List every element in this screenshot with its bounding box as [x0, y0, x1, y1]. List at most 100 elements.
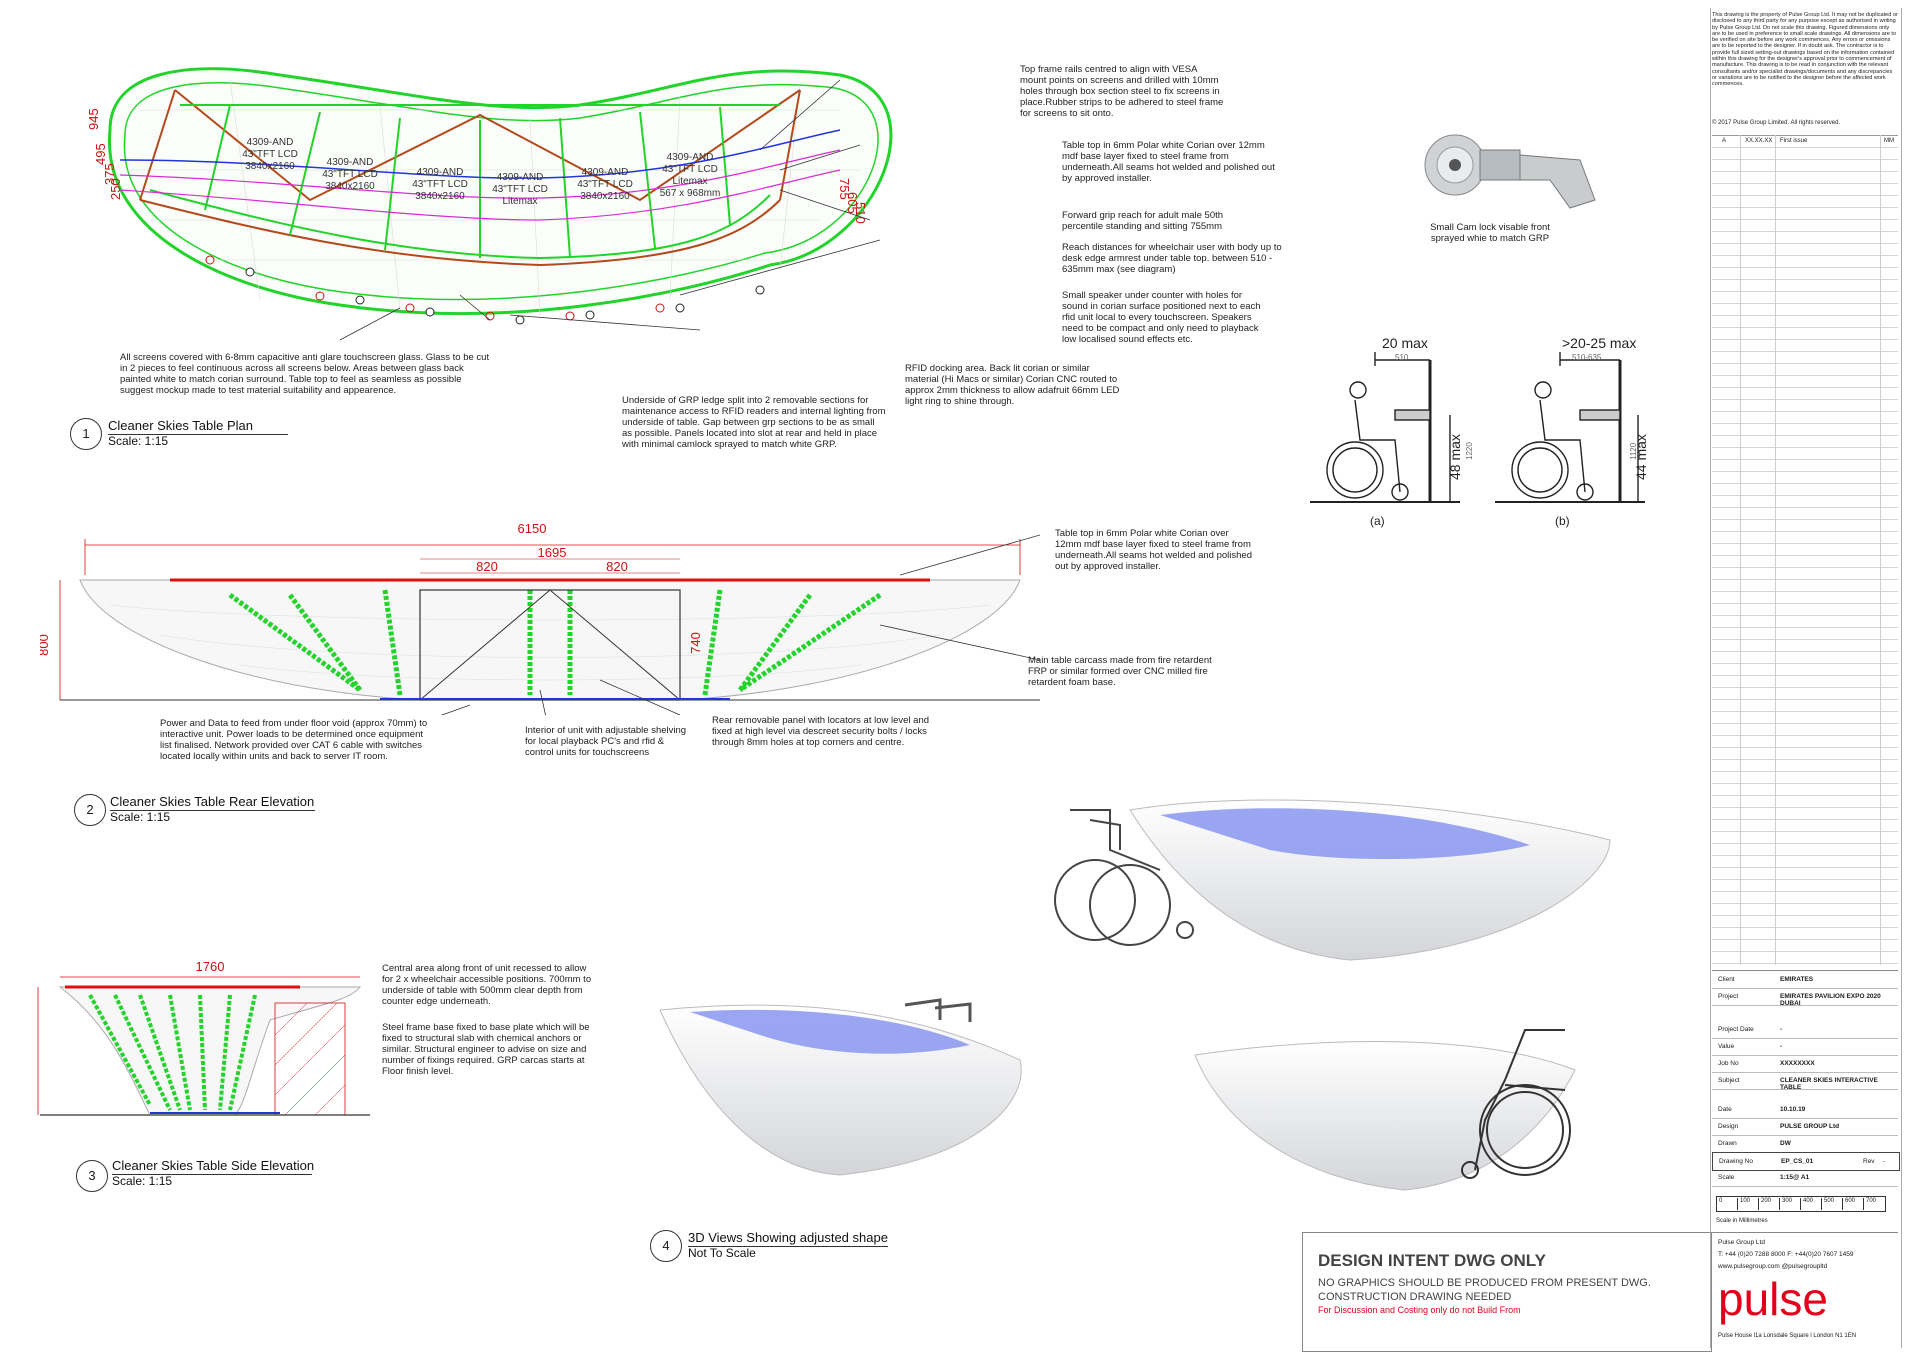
dim-right: 820	[606, 559, 628, 574]
dim-inner: 740	[688, 632, 703, 654]
view-number-2: 2	[74, 794, 106, 826]
field-label: Value	[1718, 1043, 1735, 1050]
screen-label: 43"TFT LCD	[412, 179, 468, 190]
screen-label: 43"TFT LCD	[492, 184, 548, 195]
dim-945: 945	[86, 108, 101, 130]
note-cam-lock: Small Cam lock visable front sprayed whi…	[1430, 222, 1550, 244]
drawn-value: DW	[1780, 1140, 1791, 1147]
note-steel: Steel frame base fixed to base plate whi…	[382, 1022, 590, 1077]
view-title-plan: Cleaner Skies Table Plan	[108, 418, 254, 433]
dim-side-height: 800	[30, 1042, 33, 1064]
render-3d-top	[1054, 799, 1611, 961]
scale-bar-label: Scale in Millimetres	[1716, 1218, 1768, 1224]
wc-a-caption: (a)	[1370, 514, 1385, 528]
grid-col	[1880, 135, 1881, 965]
scale-bar-tick: 200	[1758, 1198, 1779, 1210]
field-label: Job No	[1718, 1060, 1739, 1067]
company-phone: T: +44 (0)20 7288 8000 F: +44(0)20 7607 …	[1718, 1251, 1854, 1258]
note-forward-grip: Forward grip reach for adult male 50th p…	[1062, 210, 1224, 232]
wc-b-sub: 510-635	[1572, 353, 1602, 362]
view-scale-plan: Scale: 1:15	[108, 434, 169, 448]
view-number-1: 1	[70, 418, 102, 450]
dim-overall: 6150	[518, 521, 547, 536]
title-underline	[112, 1174, 312, 1175]
note-rear-top: Table top in 6mm Polar white Corian over…	[1055, 528, 1252, 572]
disclaimer-line2: CONSTRUCTION DRAWING NEEDED	[1318, 1291, 1512, 1303]
company-address: Pulse House l1a Lonsdale Square l London…	[1718, 1333, 1857, 1339]
disclaimer-line3: For Discussion and Costing only do not B…	[1318, 1305, 1521, 1315]
dim-side-width: 1760	[196, 959, 225, 974]
field-label: Design	[1718, 1123, 1739, 1130]
note-reach: Reach distances for wheelchair user with…	[1062, 242, 1282, 275]
date-value: 10.10.19	[1780, 1106, 1806, 1113]
note-speaker: Small speaker under counter with holes f…	[1062, 290, 1261, 345]
scale-value: 1:15@ A1	[1780, 1174, 1810, 1181]
screen-label: 43"TFT LCD	[662, 164, 718, 175]
cam-lock-image	[1424, 134, 1596, 209]
field-label: Client	[1718, 976, 1735, 983]
dim-height: 800	[40, 634, 51, 656]
rev-date: XX.XX.XX	[1745, 138, 1773, 144]
field-label: Drawing No	[1719, 1158, 1753, 1165]
screen-label: 3840x2160	[245, 161, 295, 172]
field-label: Scale	[1718, 1174, 1735, 1181]
render-3d-left	[659, 998, 1022, 1176]
dim-375: 375	[102, 163, 117, 185]
company-web: www.pulsegroup.com @pulsegroupltd	[1718, 1263, 1828, 1270]
rev-letter: A	[1722, 138, 1727, 144]
scale-bar-tick: 100	[1737, 1198, 1758, 1210]
wc-a-sub: 510	[1395, 353, 1409, 362]
view-title-rear: Cleaner Skies Table Rear Elevation	[110, 794, 315, 809]
field-label: Date	[1718, 1106, 1732, 1113]
note-rfid: RFID docking area. Back lit corian or si…	[905, 363, 1120, 407]
scale-bar-tick: 600	[1842, 1198, 1863, 1210]
note-screens: All screens covered with 6-8mm capacitiv…	[120, 352, 490, 396]
screen-label: 43"TFT LCD	[577, 179, 633, 190]
dim-495: 495	[93, 143, 108, 165]
dim-centre: 1695	[538, 545, 567, 560]
wc-a-height-sub: 1220	[1465, 442, 1474, 460]
scale-bar-tick: 0	[1716, 1198, 1737, 1210]
screen-label: 4309-AND	[417, 167, 464, 178]
rev-desc: First issue	[1780, 138, 1808, 144]
screen-label: 43"TFT LCD	[242, 149, 298, 160]
pulse-logo: pulse	[1718, 1273, 1828, 1325]
dim-left: 820	[476, 559, 498, 574]
side-elevation-drawing: 1760 800	[30, 959, 370, 1116]
drawing-no-value: EP_CS_01	[1781, 1158, 1814, 1165]
disclaimer-line1: NO GRAPHICS SHOULD BE PRODUCED FROM PRES…	[1318, 1277, 1651, 1289]
scale-bar-tick: 500	[1821, 1198, 1842, 1210]
rear-elevation-drawing: 6150 1695 820 820 800 740	[40, 521, 1040, 715]
note-interior: Interior of unit with adjustable shelvin…	[525, 725, 687, 758]
wc-b-caption: (b)	[1555, 514, 1570, 528]
screen-label: 4309-AND	[247, 137, 294, 148]
field-label: Rev	[1863, 1158, 1875, 1165]
rev-by: MM	[1884, 138, 1894, 144]
scale-bar-tick: 700	[1863, 1198, 1884, 1210]
subject-value: CLEANER SKIES INTERACTIVE TABLE	[1780, 1077, 1878, 1091]
screen-label: 3840x2160	[580, 191, 630, 202]
screen-label: 3840x2160	[325, 181, 375, 192]
view-title-side: Cleaner Skies Table Side Elevation	[112, 1158, 315, 1173]
screen-label: 43"TFT LCD	[322, 169, 378, 180]
job-no-value: XXXXXXXX	[1780, 1060, 1815, 1067]
note-central: Central area along front of unit recesse…	[382, 963, 592, 1007]
copyright: © 2017 Pulse Group Limited. All rights r…	[1712, 120, 1841, 126]
note-table-top: Table top in 6mm Polar white Corian over…	[1062, 140, 1275, 184]
view-scale-rear: Scale: 1:15	[110, 810, 171, 824]
view-scale-3d: Not To Scale	[688, 1246, 756, 1260]
wc-a-max: 20 max	[1382, 335, 1428, 351]
note-carcass: Main table carcass made from fire retard…	[1028, 655, 1212, 688]
note-top-frame: Top frame rails centred to align with VE…	[1020, 64, 1224, 119]
screen-label: Litemax	[502, 196, 537, 207]
scale-bar-tick: 400	[1800, 1198, 1821, 1210]
note-power: Power and Data to feed from under floor …	[160, 718, 428, 762]
design-intent-box: DESIGN INTENT DWG ONLY NO GRAPHICS SHOUL…	[1302, 1232, 1712, 1352]
wheelchair-reach-diagrams: 20 max 510 48 max 1220 (a) >20-25 max 51…	[1310, 335, 1649, 528]
revision-grid	[1712, 135, 1898, 966]
value-value: -	[1780, 1043, 1783, 1050]
disclaimer-heading: DESIGN INTENT DWG ONLY	[1318, 1251, 1546, 1270]
screen-label: 3840x2160	[415, 191, 465, 202]
